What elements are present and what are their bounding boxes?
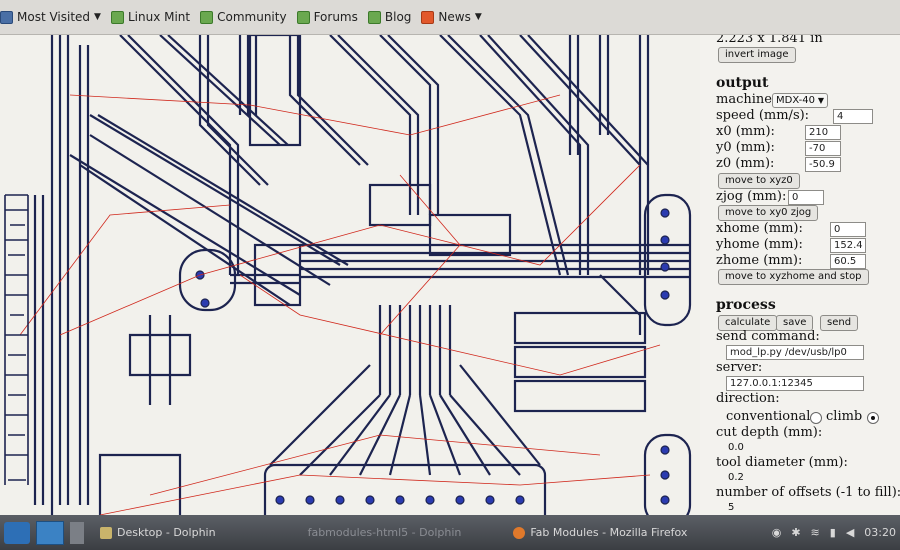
process-heading: process [716, 297, 776, 313]
xhome-label: xhome (mm): [716, 221, 803, 236]
cut-depth-input[interactable]: 0.0 [728, 442, 744, 453]
zjog-input[interactable]: 0 [788, 190, 824, 205]
move-to-xy0-zjog-button[interactable]: move to xy0 zjog [718, 205, 819, 221]
task-fab-modules-firefox[interactable]: Fab Modules - Mozilla Firefox [507, 521, 693, 545]
speed-label: speed (mm/s): [716, 108, 810, 123]
server-input[interactable]: 127.0.0.1:12345 [726, 376, 864, 391]
machine-label: machine [716, 92, 772, 107]
xhome-input[interactable]: 0 [830, 222, 866, 237]
clock[interactable]: 03:20 [864, 526, 896, 539]
battery-icon[interactable]: ▮ [829, 526, 836, 539]
machine-select[interactable]: MDX-40▼ [772, 93, 828, 108]
z0-input[interactable]: -50.9 [805, 157, 841, 172]
send-command-input[interactable]: mod_lp.py /dev/usb/lp0 [726, 345, 864, 360]
zjog-label: zjog (mm): [716, 189, 787, 204]
yhome-input[interactable]: 152.4 [830, 238, 866, 253]
move-to-xyz0-button[interactable]: move to xyz0 [718, 173, 800, 189]
chevron-down-icon: ▼ [474, 12, 482, 22]
z0-label: z0 (mm): [716, 156, 775, 171]
mint-icon [367, 10, 381, 24]
offsets-label: number of offsets (-1 to fill): [716, 485, 900, 500]
move-to-xyzhome-button[interactable]: move to xyzhome and stop [718, 269, 869, 285]
bookmark-forums[interactable]: Forums [296, 10, 358, 24]
zhome-input[interactable]: 60.5 [830, 254, 866, 269]
x0-input[interactable]: 210 [805, 125, 841, 140]
bluetooth-icon[interactable]: ✱ [791, 526, 801, 539]
speed-input[interactable]: 4 [833, 109, 873, 124]
chevron-down-icon: ▼ [94, 12, 101, 22]
mint-icon [200, 10, 214, 24]
conventional-label: conventional [726, 409, 811, 424]
climb-label: climb [826, 409, 863, 424]
bookmark-blog[interactable]: Blog [367, 10, 411, 24]
task-fabmodules-dolphin[interactable]: fabmodules-html5 - Dolphin [307, 526, 462, 539]
direction-label: direction: [716, 391, 780, 406]
x0-label: x0 (mm): [716, 124, 775, 139]
toolpath-preview [0, 35, 700, 515]
network-icon[interactable]: ◉ [771, 526, 782, 539]
bookmark-linux-mint[interactable]: Linux Mint [110, 10, 190, 24]
wifi-icon[interactable]: ≋ [810, 526, 820, 539]
mint-icon [296, 10, 310, 24]
page-content: 2.223 x 1.841 in invert image output mac… [0, 35, 900, 515]
climb-radio[interactable] [867, 412, 879, 424]
tool-diameter-label: tool diameter (mm): [716, 455, 848, 470]
send-button[interactable]: send [820, 315, 859, 331]
start-menu-icon[interactable] [4, 521, 30, 544]
tool-diameter-input[interactable]: 0.2 [728, 472, 744, 483]
bookmark-community[interactable]: Community [200, 10, 287, 24]
show-desktop-icon[interactable] [36, 520, 64, 545]
taskbar: Desktop - Dolphin fabmodules-html5 - Dol… [0, 515, 900, 550]
chevron-down-icon: ▼ [817, 96, 824, 105]
mint-icon [110, 10, 124, 24]
most-visited-icon [0, 10, 13, 24]
server-label: server: [716, 360, 763, 375]
yhome-label: yhome (mm): [716, 237, 803, 252]
zhome-label: zhome (mm): [716, 253, 803, 268]
folder-icon [100, 526, 112, 539]
bookmarks-toolbar: Most Visited▼ Linux Mint Community Forum… [0, 0, 900, 35]
task-desktop-dolphin[interactable]: Desktop - Dolphin [94, 521, 222, 545]
offsets-input[interactable]: 5 [728, 502, 735, 513]
invert-image-button[interactable]: invert image [718, 47, 796, 63]
volume-icon[interactable]: ◀ [845, 526, 855, 539]
save-button[interactable]: save [776, 315, 814, 331]
bookmark-news[interactable]: News▼ [421, 10, 482, 24]
rss-icon [421, 10, 435, 24]
bookmark-most-visited[interactable]: Most Visited▼ [0, 10, 101, 24]
output-heading: output [716, 75, 769, 91]
cut-depth-label: cut depth (mm): [716, 425, 823, 440]
pager-icon[interactable] [70, 521, 84, 544]
y0-label: y0 (mm): [716, 140, 775, 155]
conventional-radio[interactable] [810, 412, 822, 424]
send-command-label: send command: [716, 329, 820, 344]
image-dimensions: 2.223 x 1.841 in [716, 35, 823, 46]
control-panel: 2.223 x 1.841 in invert image output mac… [700, 35, 900, 515]
y0-input[interactable]: -70 [805, 141, 841, 156]
firefox-icon [513, 526, 526, 539]
system-tray: ◉ ✱ ≋ ▮ ◀ 03:20 [762, 515, 900, 550]
